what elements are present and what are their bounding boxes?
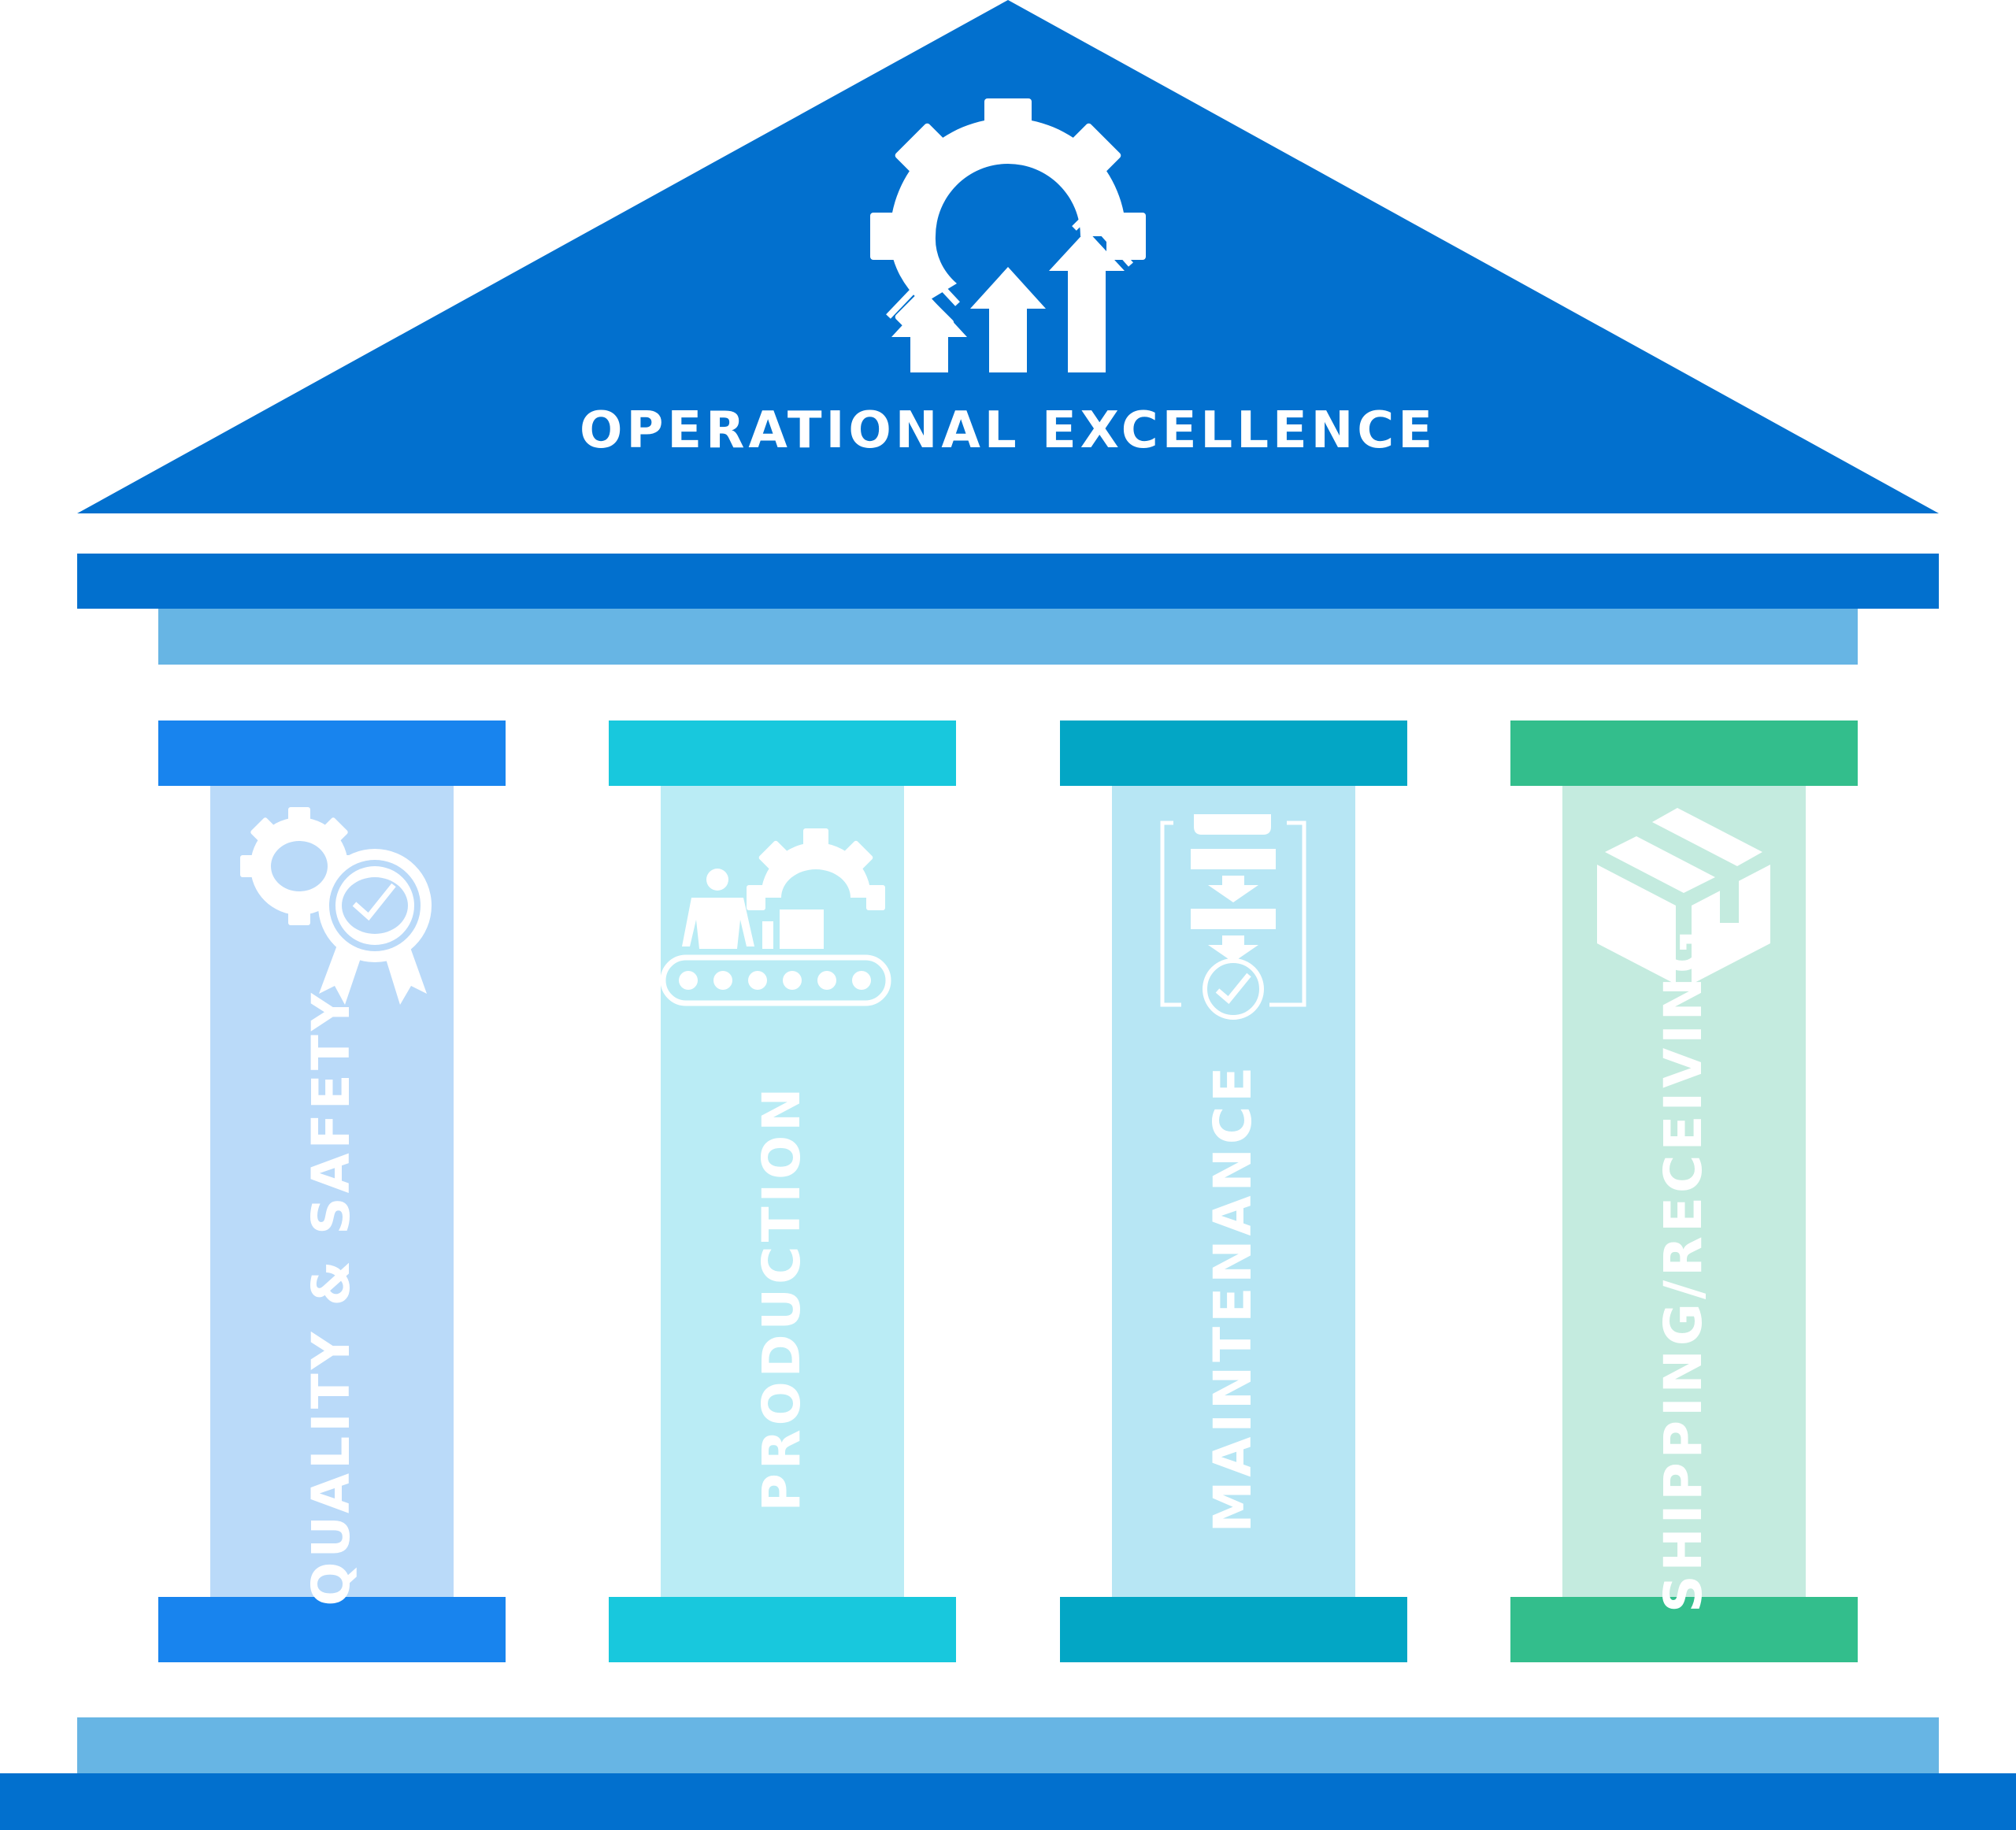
base-light-step	[77, 1717, 1939, 1773]
gear-award-ribbon-icon	[240, 807, 432, 1005]
clipboard-checklist-icon	[1160, 814, 1306, 1020]
pillar-capital	[158, 721, 506, 786]
open-box-icon	[1597, 808, 1770, 984]
pillar-base	[1060, 1597, 1407, 1662]
entablature-dark-band	[77, 554, 1939, 609]
pillar-base	[609, 1597, 956, 1662]
entablature-light-band	[158, 609, 1858, 665]
pillar-capital	[1510, 721, 1858, 786]
pillar-base	[1510, 1597, 1858, 1662]
pillar-base	[158, 1597, 506, 1662]
roof-pediment	[77, 0, 1939, 513]
pillar-label-shipping-receiving: SHIPPING/RECEIVING	[1653, 926, 1714, 1613]
pillar-capital	[609, 721, 956, 786]
worker-gear-conveyor-icon	[660, 828, 891, 1006]
gear-with-growth-arrows-icon	[870, 98, 1146, 372]
pillar-label-quality-safety: QUALITY & SAFETY	[301, 989, 361, 1606]
diagram-title: OPERATIONAL EXCELLENCE	[580, 402, 1436, 460]
pillar-capital	[1060, 721, 1407, 786]
pillar-label-production: PRODUCTION	[751, 1084, 812, 1512]
base-dark-step	[0, 1773, 2016, 1830]
pillar-label-maintenance: MAINTENANCE	[1203, 1062, 1263, 1533]
